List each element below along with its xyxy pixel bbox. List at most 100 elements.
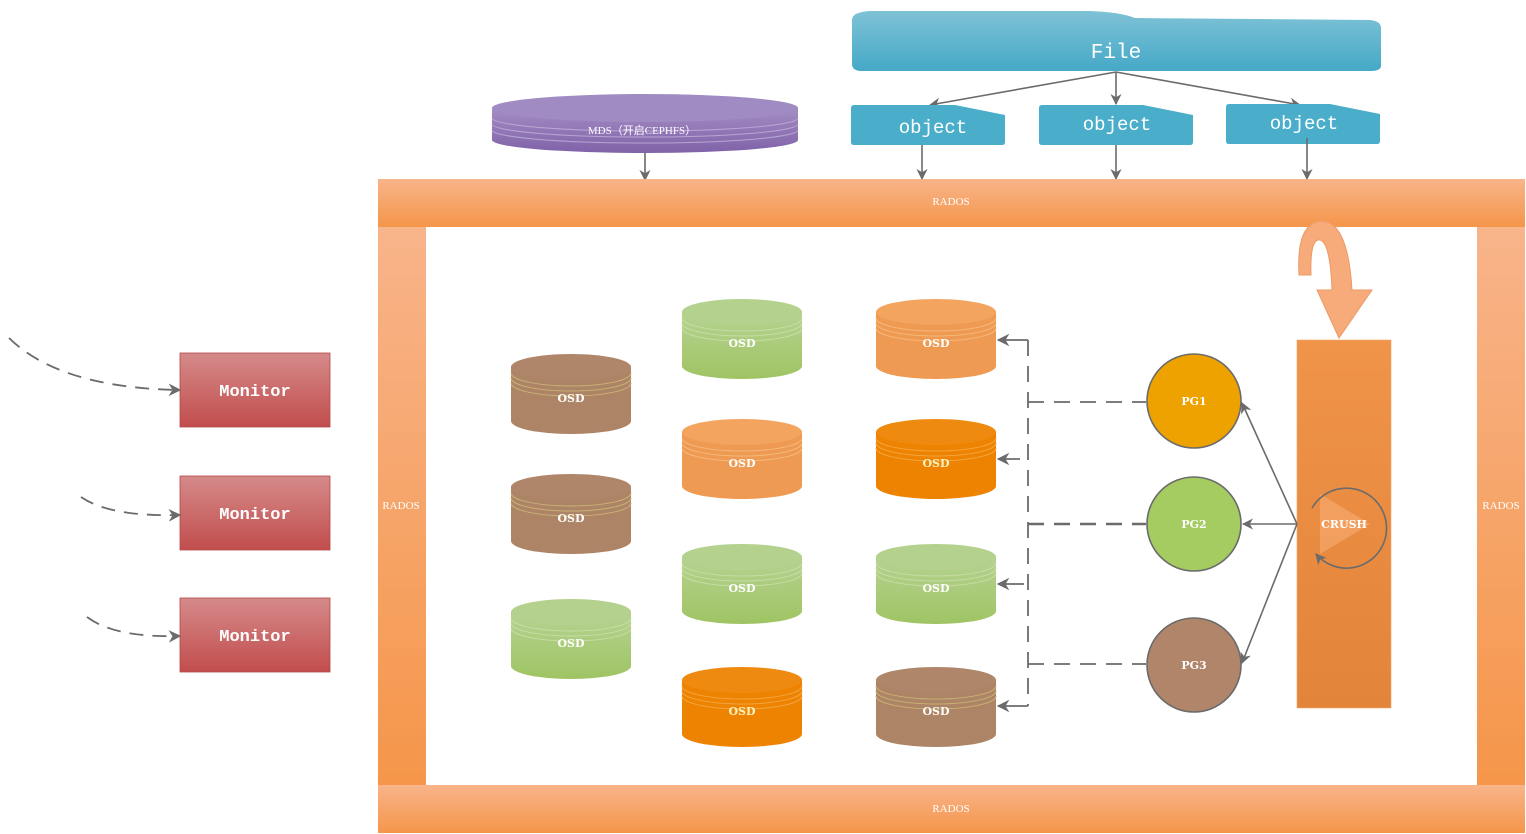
- osd-ring: [681, 442, 803, 457]
- osd-ring: [510, 502, 632, 517]
- monitor-label: Monitor: [219, 383, 290, 402]
- osd-ring: [510, 492, 632, 507]
- osd-ring: [681, 562, 803, 577]
- crush-to-pg-arrows: [1240, 401, 1298, 665]
- osd-label: OSD: [728, 337, 756, 350]
- osd-ring: [875, 562, 997, 577]
- osd-ring: [510, 617, 632, 632]
- osd-top: [511, 354, 631, 380]
- monitor-1[interactable]: Monitor: [179, 352, 331, 428]
- curved-down-arrow-icon: [1298, 220, 1373, 340]
- osd-label: OSD: [557, 512, 585, 525]
- osd-ring: [681, 695, 803, 710]
- osd-ring: [510, 382, 632, 397]
- osd-label: OSD: [728, 457, 756, 470]
- object-to-rados-arrows: [639, 138, 1313, 182]
- osd-ring: [875, 567, 997, 582]
- rados-right-label: RADOS: [1482, 500, 1519, 512]
- monitor-3[interactable]: Monitor: [179, 597, 331, 673]
- mds-node[interactable]: MDS（开启CEPHFS）: [491, 94, 799, 153]
- osd-body: [682, 557, 802, 624]
- osd-top: [876, 544, 996, 570]
- pg-1[interactable]: PG1: [1146, 353, 1242, 449]
- osd-ring: [681, 322, 803, 337]
- osd-ring: [875, 327, 997, 342]
- osd-ring: [681, 572, 803, 587]
- osd-disk-6[interactable]: OSD: [681, 544, 803, 624]
- rados-bottom-label: RADOS: [932, 803, 969, 815]
- osd-top: [511, 599, 631, 625]
- osd-ring: [681, 447, 803, 462]
- rados-right-bar: [1477, 227, 1525, 785]
- osd-ring: [681, 690, 803, 705]
- osd-ring: [681, 317, 803, 332]
- object-label: object: [1270, 113, 1338, 135]
- file-banner[interactable]: File: [852, 11, 1381, 71]
- osd-disk-10[interactable]: OSD: [875, 544, 997, 624]
- osd-ring: [510, 622, 632, 637]
- osd-ring: [875, 690, 997, 705]
- osd-disk-11[interactable]: OSD: [875, 667, 997, 747]
- rados-bottom-bar: [378, 785, 1525, 833]
- object-block-2[interactable]: object: [1039, 105, 1193, 145]
- osd-body: [511, 367, 631, 434]
- pg-2[interactable]: PG2: [1146, 476, 1242, 572]
- rados-left-label: RADOS: [382, 500, 419, 512]
- osd-top: [682, 544, 802, 570]
- osd-disk-2[interactable]: OSD: [510, 474, 632, 554]
- osd-label: OSD: [557, 637, 585, 650]
- monitor-dashed-connectors: [8, 337, 182, 643]
- osd-body: [682, 432, 802, 499]
- osd-label: OSD: [557, 392, 585, 405]
- osd-body: [682, 680, 802, 747]
- object-block-1[interactable]: object: [851, 105, 1005, 145]
- object-block-3[interactable]: object: [1226, 104, 1380, 144]
- osd-label: OSD: [728, 705, 756, 718]
- osd-disk-3[interactable]: OSD: [510, 599, 632, 679]
- osd-label: OSD: [728, 582, 756, 595]
- pg-to-osd-connectors: [996, 333, 1146, 713]
- crush-label: CRUSH: [1321, 518, 1367, 531]
- monitor-label: Monitor: [219, 506, 290, 525]
- osd-disk-4[interactable]: OSD: [681, 299, 803, 379]
- pg-3[interactable]: PG3: [1146, 617, 1242, 713]
- object-label: object: [1083, 114, 1151, 136]
- osd-disk-5[interactable]: OSD: [681, 419, 803, 499]
- play-triangle-icon: [1320, 494, 1370, 554]
- osd-label: OSD: [922, 582, 950, 595]
- osd-body: [511, 487, 631, 554]
- rados-left-bar: [378, 227, 426, 785]
- monitor-label: Monitor: [219, 628, 290, 647]
- osd-disk-1[interactable]: OSD: [510, 354, 632, 434]
- osd-ring: [875, 695, 997, 710]
- osd-ring: [681, 567, 803, 582]
- object-label: object: [899, 117, 967, 139]
- osd-ring: [681, 327, 803, 342]
- osd-disk-7[interactable]: OSD: [681, 667, 803, 747]
- crush-block[interactable]: CRUSH: [1296, 339, 1392, 709]
- file-to-object-arrows: [928, 71, 1302, 109]
- osd-body: [682, 312, 802, 379]
- osd-body: [511, 612, 631, 679]
- pg-label: PG1: [1181, 395, 1206, 408]
- osd-body: [876, 432, 996, 499]
- osd-disk-9[interactable]: OSD: [875, 419, 997, 499]
- osd-ring: [875, 447, 997, 462]
- mds-label: MDS（开启CEPHFS）: [588, 124, 696, 137]
- osd-top: [682, 299, 802, 325]
- osd-ring: [681, 685, 803, 700]
- osd-ring: [875, 317, 997, 332]
- osd-disk-8[interactable]: OSD: [875, 299, 997, 379]
- osd-top: [876, 299, 996, 325]
- osd-top: [682, 419, 802, 445]
- monitor-2[interactable]: Monitor: [179, 475, 331, 551]
- osd-top: [876, 667, 996, 693]
- osd-ring: [875, 572, 997, 587]
- osd-ring: [875, 437, 997, 452]
- pg-label: PG2: [1181, 518, 1206, 531]
- osd-top: [876, 419, 996, 445]
- osd-layer: OSD OSD OSD OSD OSD OSD OSD OSD OSD OSD OSD: [510, 299, 997, 747]
- rados-frame: RADOS RADOS RADOS RADOS: [378, 179, 1525, 833]
- osd-label: OSD: [922, 337, 950, 350]
